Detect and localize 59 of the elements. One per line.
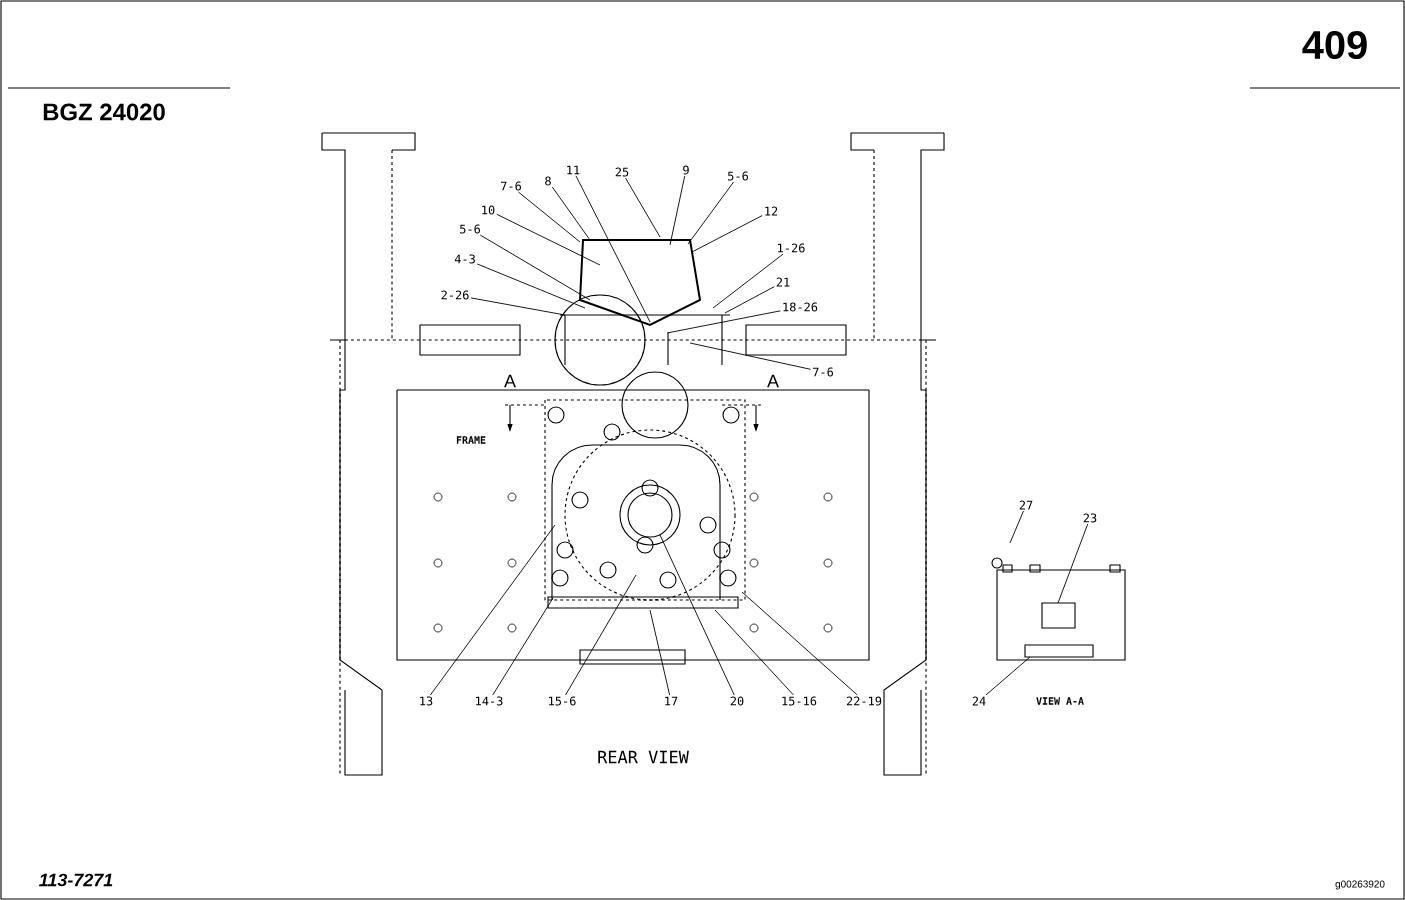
callout-number: 24 bbox=[972, 696, 986, 706]
leader-line bbox=[476, 263, 586, 309]
leader-line bbox=[518, 191, 581, 243]
callout-number: 7-6 bbox=[501, 181, 522, 191]
model-code: BGZ 24020 bbox=[43, 103, 165, 121]
leader-line bbox=[985, 656, 1031, 696]
leader-line bbox=[565, 574, 637, 696]
callout-number: 4-3 bbox=[454, 254, 475, 264]
leader-line bbox=[659, 534, 735, 696]
callout-number: 25 bbox=[615, 167, 629, 177]
leader-line bbox=[687, 181, 734, 245]
callout-number: 5-6 bbox=[460, 224, 481, 234]
callout-number: 11 bbox=[567, 165, 580, 175]
view-label: VIEW A-A bbox=[1036, 697, 1084, 705]
leader-line bbox=[430, 524, 556, 696]
leader-line bbox=[1009, 510, 1024, 544]
callout-number: 8 bbox=[545, 176, 551, 186]
callout-number: 5-6 bbox=[728, 171, 749, 181]
leader-line bbox=[714, 609, 794, 696]
callout-number: 13 bbox=[420, 696, 433, 706]
section-letter: A bbox=[767, 374, 779, 388]
callout-number: 12 bbox=[765, 206, 778, 216]
frame-label: FRAME bbox=[456, 436, 486, 444]
callout-number: 22-19 bbox=[846, 696, 882, 706]
view-title: REAR VIEW bbox=[598, 750, 689, 764]
callout-number: 14-3 bbox=[476, 696, 503, 706]
leader-line bbox=[669, 175, 686, 246]
callout-number: 18-26 bbox=[783, 302, 818, 312]
leader-line bbox=[712, 253, 784, 309]
callout-number: 21 bbox=[776, 277, 790, 287]
callout-number: 2-26 bbox=[441, 290, 469, 300]
leader-line bbox=[689, 342, 812, 370]
leader-line bbox=[496, 213, 601, 266]
leader-line bbox=[1057, 523, 1089, 604]
section-letter: A bbox=[504, 374, 516, 388]
callout-number: 1-26 bbox=[778, 243, 805, 253]
leader-line bbox=[470, 297, 566, 316]
leader-line bbox=[575, 175, 651, 323]
callout-number: 23 bbox=[1083, 513, 1097, 523]
callout-number: 27 bbox=[1019, 500, 1033, 510]
callout-number: 10 bbox=[482, 205, 495, 215]
callout-number: 17 bbox=[665, 696, 678, 706]
callout-number: 15-6 bbox=[549, 696, 576, 706]
callout-number: 7-6 bbox=[813, 367, 834, 377]
drawing-number: g00263920 bbox=[1335, 880, 1385, 890]
callout-number: 15-16 bbox=[782, 696, 817, 706]
leader-line bbox=[649, 609, 671, 696]
leader-line bbox=[479, 234, 591, 301]
leader-line bbox=[625, 177, 661, 238]
leader-line bbox=[741, 591, 858, 696]
leader-line bbox=[551, 186, 591, 241]
leader-line bbox=[492, 597, 554, 696]
callout-number: 20 bbox=[730, 696, 744, 706]
page-number: 409 bbox=[1302, 30, 1367, 60]
leader-line bbox=[691, 215, 763, 253]
callout-number: 9 bbox=[683, 165, 689, 175]
leader-line bbox=[724, 286, 775, 314]
part-number: 113-7271 bbox=[39, 873, 113, 887]
leader-line bbox=[666, 310, 781, 334]
